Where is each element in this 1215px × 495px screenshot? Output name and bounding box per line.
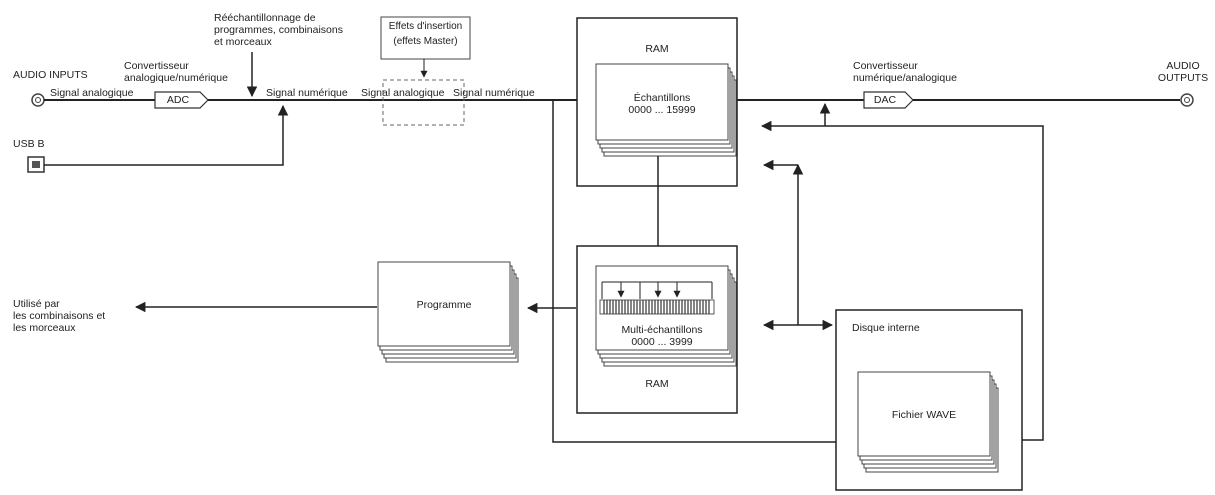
ram-bottom-label: RAM: [645, 378, 669, 390]
samples-label: Échantillons 0000 ... 15999: [628, 92, 696, 116]
audio-output-jack: [1180, 93, 1194, 107]
signal-analogique-mid-label: Signal analogique: [361, 87, 445, 99]
dac-converter-label: Convertisseur numérique/analogique: [853, 60, 957, 84]
adc-label: ADC: [166, 94, 190, 106]
adc-block: [154, 91, 209, 109]
insertion-effects-box: [380, 16, 471, 60]
wave-file-label: Fichier WAVE: [891, 409, 957, 421]
dac-label: DAC: [873, 94, 897, 106]
audio-inputs-label: AUDIO INPUTS: [13, 69, 88, 81]
program-stack: [377, 261, 519, 363]
multisamples-stack: [595, 265, 737, 367]
resampling-label: Rééchantillonnage de programmes, combina…: [214, 12, 343, 48]
used-by-label: Utilisé par les combinaisons et les morc…: [13, 298, 106, 334]
audio-input-jack: [31, 93, 45, 107]
multisamples-label: Multi-échantillons 0000 ... 3999: [621, 324, 703, 348]
wave-to-ram-line: [760, 120, 1044, 441]
signal-numerique-1-label: Signal numérique: [266, 87, 348, 99]
wave-file-stack: [857, 371, 999, 473]
program-label: Programme: [416, 299, 472, 311]
usb-line: [44, 104, 289, 166]
keyboard-graphic: [599, 281, 715, 315]
samples-stack: [595, 63, 737, 157]
usb-b-connector: [27, 156, 45, 173]
ram-top-label: RAM: [645, 43, 669, 55]
usb-b-label: USB B: [13, 138, 45, 150]
signal-analogique-input-label: Signal analogique: [50, 87, 134, 99]
dac-block: [863, 91, 914, 109]
insertion-effects-label: Effets d'insertion (effets Master): [388, 21, 463, 47]
audio-outputs-label: AUDIO OUTPUTS: [1157, 60, 1209, 84]
line-to-disk: [552, 100, 857, 448]
internal-disk-label: Disque interne: [852, 322, 920, 334]
adc-converter-label: Convertisseur analogique/numérique: [124, 60, 228, 84]
signal-numerique-2-label: Signal numérique: [453, 87, 535, 99]
